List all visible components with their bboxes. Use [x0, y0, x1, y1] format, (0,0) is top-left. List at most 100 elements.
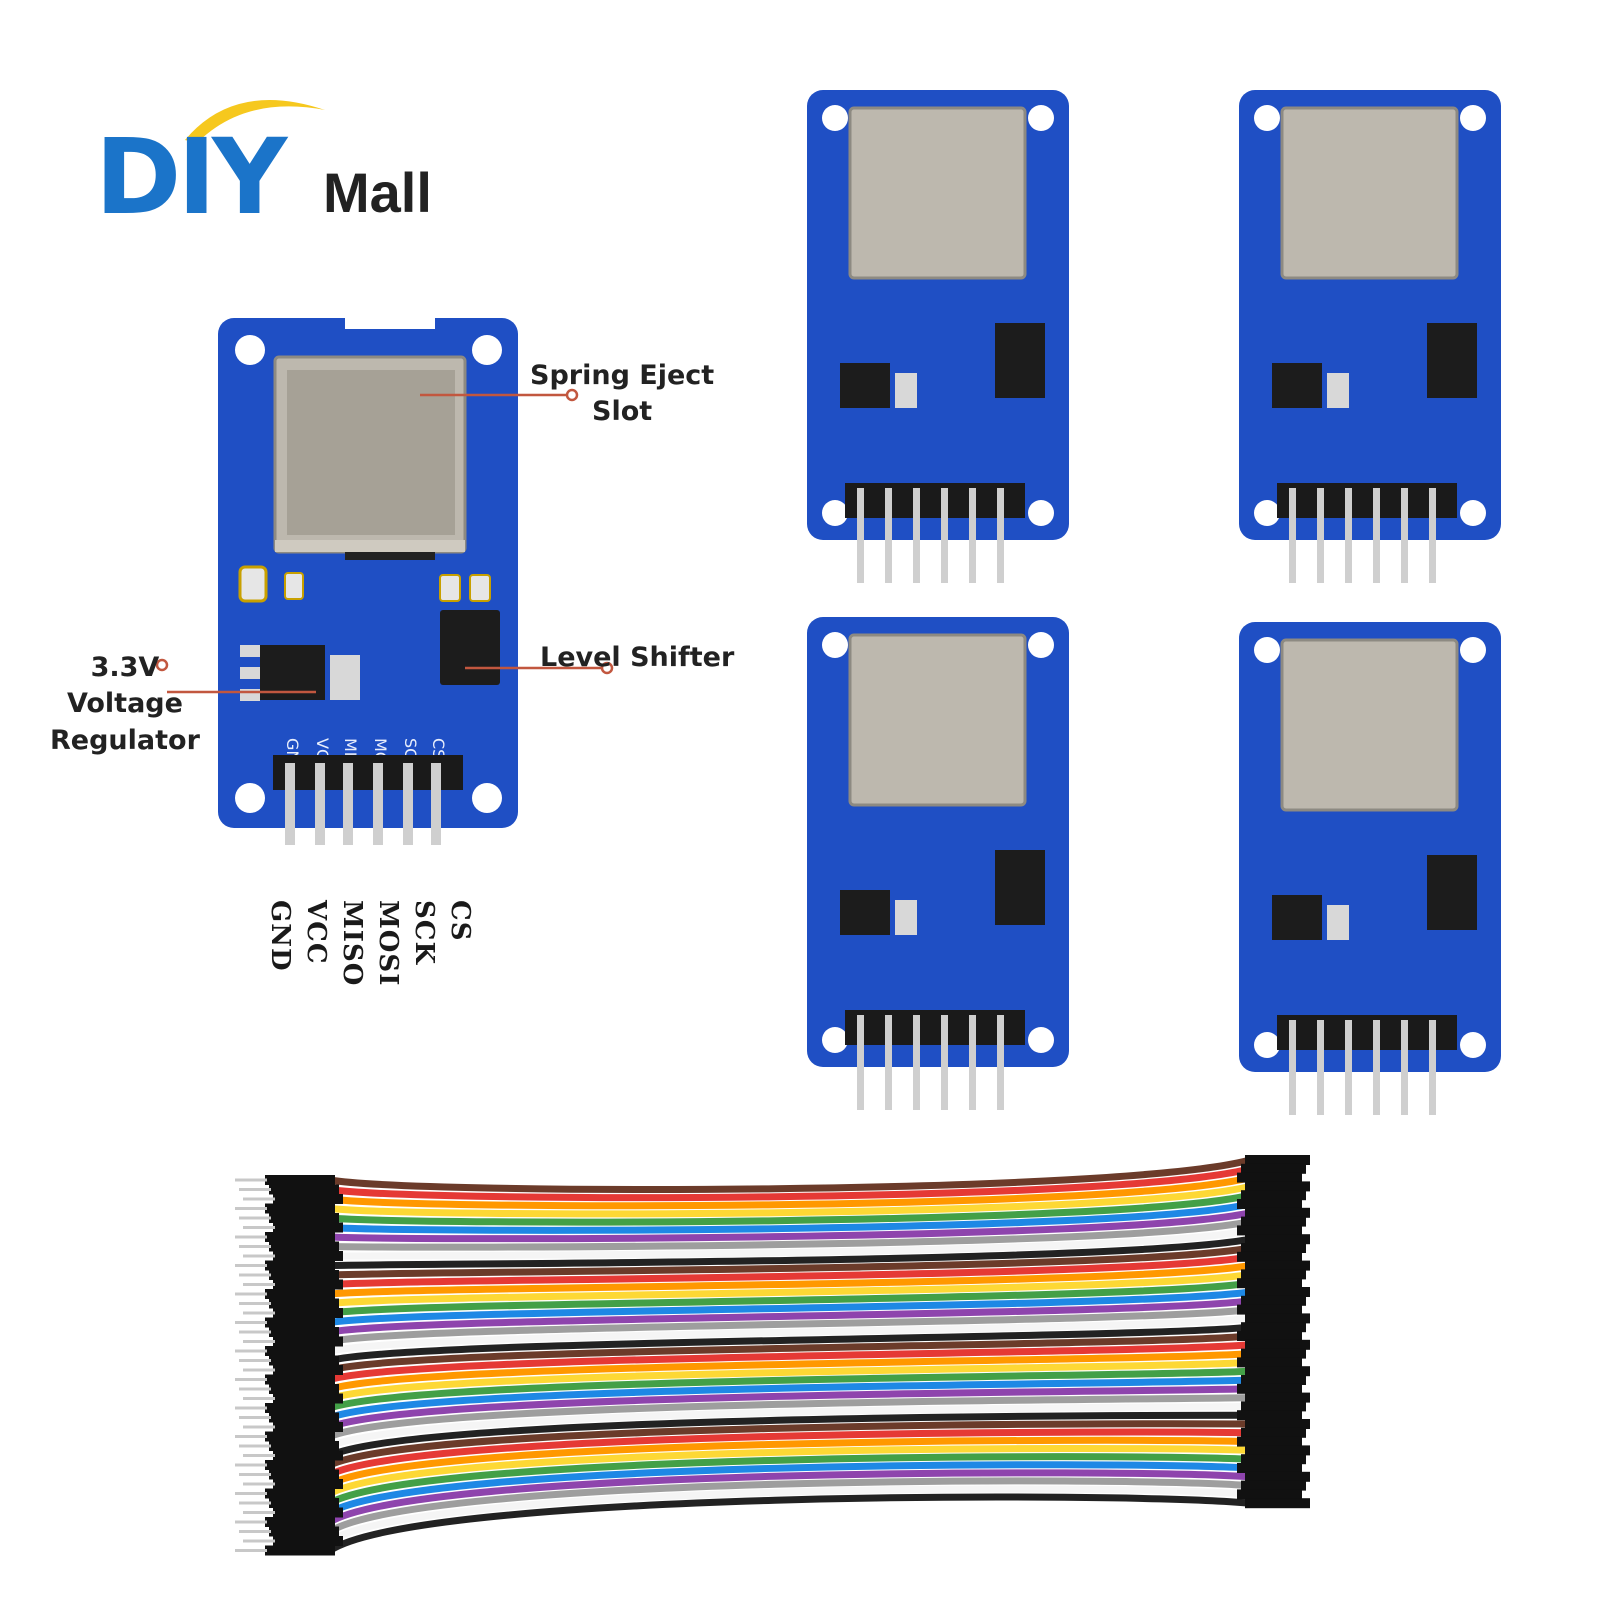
male-connector — [265, 1431, 335, 1442]
sd-module-photo-3 — [807, 617, 1069, 1110]
jumper-wire — [329, 1288, 1251, 1326]
male-connector — [273, 1194, 343, 1204]
connector-pin — [243, 1539, 275, 1543]
pin-label-gnd: GND — [265, 900, 295, 972]
jumper-wire — [328, 1428, 1251, 1478]
jumper-wire — [328, 1394, 1251, 1440]
jumper-wire-bundle — [235, 1155, 1310, 1556]
sd-module-photo-4 — [1239, 622, 1501, 1115]
pin-label-miso: MISO — [337, 900, 367, 987]
jumper-wire — [329, 1253, 1251, 1288]
connector-pin — [243, 1482, 275, 1486]
connector-pin — [235, 1520, 267, 1524]
male-connector — [273, 1507, 343, 1518]
female-connector — [1237, 1278, 1302, 1289]
female-connector — [1245, 1366, 1310, 1377]
connector-pin — [235, 1378, 267, 1381]
svg-text:CS: CS — [429, 738, 448, 759]
male-connector — [269, 1355, 339, 1366]
male-connector — [273, 1393, 343, 1404]
female-connector — [1241, 1454, 1306, 1465]
pin-label-sck: SCK — [409, 900, 439, 966]
male-connector — [265, 1460, 335, 1470]
jumper-wire — [329, 1323, 1251, 1364]
female-connector — [1245, 1287, 1310, 1297]
female-connector — [1237, 1410, 1302, 1421]
connector-pin — [239, 1330, 271, 1334]
connector-pin — [235, 1435, 267, 1438]
male-connector — [269, 1184, 339, 1195]
connector-pin — [243, 1340, 275, 1343]
connector-pin — [235, 1492, 267, 1495]
male-connector — [273, 1536, 343, 1546]
connector-pin — [235, 1178, 267, 1182]
connector-pin — [239, 1473, 271, 1476]
female-connector — [1237, 1304, 1302, 1315]
jumper-wire — [329, 1270, 1251, 1307]
connector-pin — [235, 1406, 267, 1410]
connector-pin — [243, 1311, 275, 1315]
male-connector — [269, 1498, 339, 1508]
male-connector — [265, 1517, 335, 1527]
callout-spring-eject: Spring Eject Slot — [530, 360, 715, 428]
male-connector — [269, 1526, 339, 1537]
jumper-wire — [328, 1402, 1251, 1450]
jumper-wire — [329, 1182, 1251, 1218]
connector-pin — [239, 1302, 271, 1305]
connector-pin — [235, 1349, 267, 1353]
male-connector — [273, 1279, 343, 1290]
jumper-wire — [328, 1477, 1251, 1535]
male-connector — [265, 1545, 335, 1556]
connector-pin — [239, 1245, 271, 1248]
female-connector — [1245, 1339, 1310, 1350]
jumper-wire — [328, 1411, 1251, 1459]
male-connector — [273, 1336, 343, 1347]
female-connector — [1245, 1445, 1310, 1456]
female-connector — [1245, 1155, 1310, 1165]
jumper-wire — [328, 1358, 1251, 1402]
connector-pin — [235, 1292, 267, 1296]
male-connector — [269, 1298, 339, 1309]
jumper-wire — [329, 1165, 1251, 1202]
connector-pin — [239, 1188, 271, 1191]
female-connector — [1245, 1498, 1310, 1509]
connector-pin — [243, 1197, 275, 1201]
callout-regulator: 3.3V Voltage Regulator — [50, 652, 200, 756]
male-connector — [265, 1374, 335, 1385]
male-connector — [265, 1289, 335, 1299]
jumper-wire — [328, 1436, 1251, 1488]
wire-lines — [328, 1156, 1251, 1554]
jumper-wire — [329, 1297, 1251, 1336]
jumper-wire — [329, 1226, 1251, 1260]
male-connector — [269, 1213, 339, 1223]
male-connector — [269, 1441, 339, 1451]
connector-pin — [243, 1425, 275, 1429]
male-connector — [273, 1365, 343, 1375]
male-connector — [265, 1175, 335, 1185]
female-connector — [1241, 1269, 1306, 1280]
connector-pin — [243, 1397, 275, 1400]
connector-pin — [243, 1226, 275, 1229]
male-connector — [269, 1241, 339, 1252]
jumper-wire — [328, 1367, 1251, 1412]
connector-pin — [243, 1283, 275, 1286]
connector-pin — [239, 1216, 271, 1220]
jumper-wire — [328, 1461, 1251, 1516]
female-connector — [1241, 1243, 1306, 1253]
pin-label-mosi: MOSI — [373, 900, 403, 987]
logo-arc-icon — [185, 100, 325, 143]
female-connector — [1245, 1234, 1310, 1245]
connector-pin — [239, 1416, 271, 1419]
female-connector — [1241, 1375, 1306, 1385]
jumper-wire — [329, 1174, 1251, 1210]
female-connector — [1245, 1471, 1310, 1482]
female-connector — [1237, 1225, 1302, 1236]
jumper-wire — [329, 1244, 1251, 1279]
connector-pin — [239, 1501, 271, 1505]
female-connector — [1241, 1348, 1306, 1359]
connector-pin — [243, 1511, 275, 1514]
jumper-wire — [328, 1376, 1251, 1421]
logo-di-text: DIY — [95, 116, 287, 238]
jumper-wire — [329, 1218, 1251, 1251]
